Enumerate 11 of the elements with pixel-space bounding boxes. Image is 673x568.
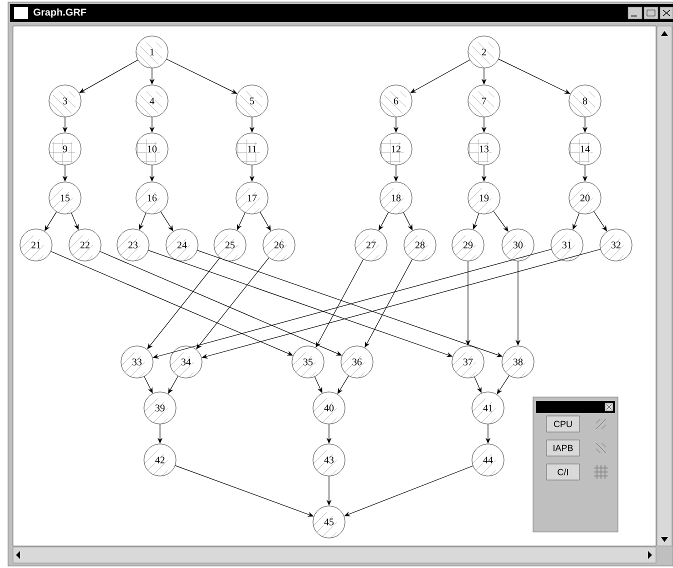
legend-button: C/I [546, 464, 580, 480]
arrow [498, 58, 570, 94]
legend-button: IAPB [546, 440, 580, 456]
legend-button: CPU [546, 416, 580, 432]
arrow [496, 375, 510, 394]
arrow [144, 376, 153, 394]
arrow [139, 212, 146, 230]
arrow [166, 58, 238, 94]
arrow [493, 210, 508, 232]
title-bar: Graph.GRF [10, 4, 673, 22]
arrow [260, 212, 271, 231]
